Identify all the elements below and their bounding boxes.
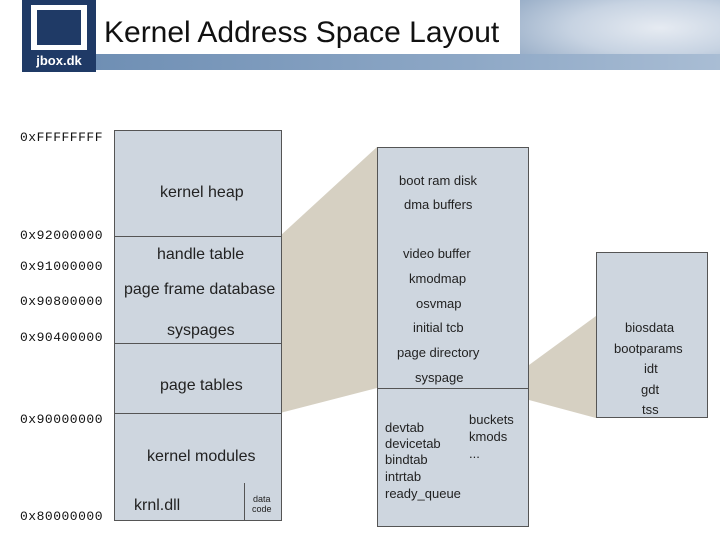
logo-text: jbox.dk (36, 53, 82, 68)
divider (244, 483, 245, 521)
intrtab-label: intrtab (385, 469, 422, 484)
logo: jbox.dk (22, 0, 96, 72)
page-tables-label: page tables (160, 377, 243, 394)
divider (114, 413, 282, 414)
syspage-expansion-connector (529, 316, 596, 418)
devicetab-label: devicetab (385, 436, 441, 451)
divider (377, 388, 529, 389)
kernel-modules-label: kernel modules (147, 448, 256, 465)
syspage-detail-column (596, 252, 708, 418)
address-label: 0x90800000 (20, 294, 104, 309)
ellipsis-label: ... (469, 446, 480, 461)
boot-ram-disk-label: boot ram disk (399, 173, 478, 188)
data-code-label: data code (252, 494, 272, 514)
idt-label: idt (644, 361, 658, 376)
kmods-label: kmods (469, 429, 508, 444)
syspage-label: syspage (415, 370, 464, 385)
tss-label: tss (642, 402, 659, 417)
logo-square-inner (37, 10, 81, 45)
address-label: 0x91000000 (20, 259, 104, 274)
bindtab-label: bindtab (385, 452, 428, 467)
gdt-label: gdt (641, 382, 660, 397)
address-label: 0x90000000 (20, 412, 104, 427)
bootparams-label: bootparams (614, 341, 683, 356)
kmodmap-label: kmodmap (409, 271, 467, 286)
heap-expansion-connector (280, 147, 377, 413)
devtab-label: devtab (385, 420, 425, 435)
divider (114, 343, 282, 344)
kernel-heap-detail-column (377, 147, 529, 527)
kernel-heap-label: kernel heap (160, 184, 244, 201)
ready-queue-label: ready_queue (385, 486, 461, 501)
syspages-label: syspages (167, 322, 235, 339)
main-memory-column (114, 130, 282, 521)
address-label: 0xFFFFFFFF (20, 130, 104, 145)
address-label: 0x90400000 (20, 330, 104, 345)
initial-tcb-label: initial tcb (413, 320, 464, 335)
buckets-label: buckets (469, 412, 514, 427)
address-label: 0x80000000 (20, 509, 104, 524)
handle-table-label: handle table (157, 246, 245, 263)
video-buffer-label: video buffer (403, 246, 471, 261)
address-label: 0x92000000 (20, 228, 104, 243)
dma-buffers-label: dma buffers (404, 197, 473, 212)
biosdata-label: biosdata (625, 320, 675, 335)
logo-square-outer (31, 5, 87, 50)
page-title: Kernel Address Space Layout (104, 16, 500, 49)
divider (114, 236, 282, 237)
page-frame-database-label: page frame database (124, 281, 276, 298)
krnl-dll-label: krnl.dll (134, 497, 181, 514)
page-directory-label: page directory (397, 345, 480, 360)
osvmap-label: osvmap (416, 296, 462, 311)
header-stripe (96, 54, 720, 70)
